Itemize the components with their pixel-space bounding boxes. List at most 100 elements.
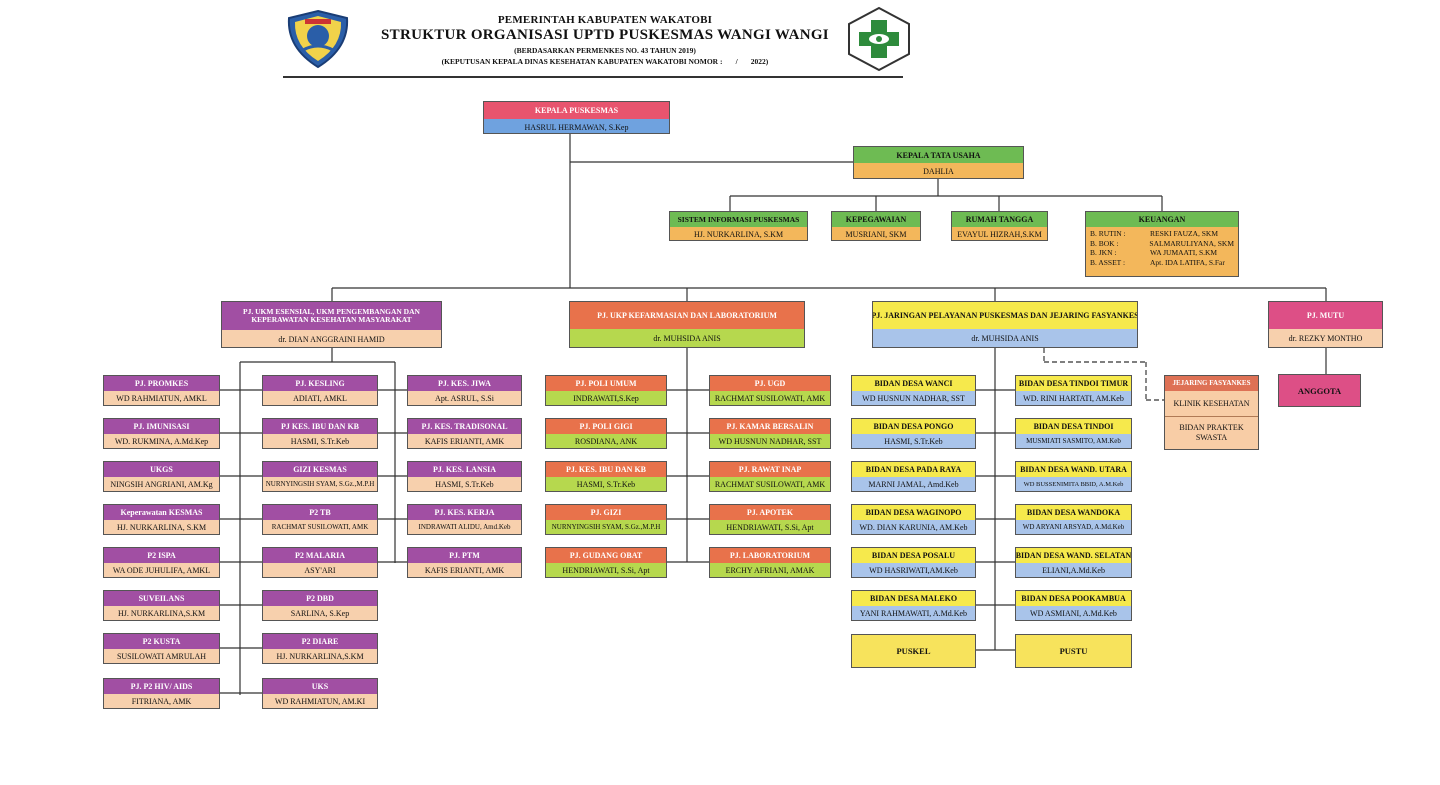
keuangan-key: B. ASSET : xyxy=(1090,257,1126,267)
keuangan-box: KEUANGAN B. RUTIN :RESKI FAUZA, SKM B. B… xyxy=(1085,211,1239,277)
ukm-item-title: P2 KUSTA xyxy=(104,634,219,649)
keuangan-key: B. RUTIN : xyxy=(1090,229,1126,238)
keuangan-value: RESKI FAUZA, SKM xyxy=(1150,229,1218,238)
ukm-item-title: PJ. KES. KERJA xyxy=(408,505,521,520)
admin-name: EVAYUL HIZRAH,S.KM xyxy=(952,227,1047,240)
ukp-item-title: PJ. POLI UMUM xyxy=(546,376,666,391)
ukm-item-name: WA ODE JUHULIFA, AMKL xyxy=(104,563,219,577)
desa-item-name: MUSMIATI SASMITO, AM.Keb xyxy=(1016,434,1131,448)
desa-item-name: HASMI, S.Tr.Keb xyxy=(852,434,975,448)
ukp-item-name: HENDRIAWATI, S.Si, Apt xyxy=(710,520,830,534)
ukm-item-name: HJ. NURKARLINA, S.KM xyxy=(104,520,219,534)
ukm-item-name: FITRIANA, AMK xyxy=(104,694,219,708)
desa-item-name: WD HUSNUN NADHAR, SST xyxy=(852,391,975,405)
ukm-item-name: WD RAHMIATUN, AMKL xyxy=(104,391,219,405)
ukm-item-title: PJ. PROMKES xyxy=(104,376,219,391)
ukm-item-name: ADIATI, AMKL xyxy=(263,391,377,405)
keuangan-key: B. BOK : xyxy=(1090,238,1119,248)
desa-item-title: BIDAN DESA MALEKO xyxy=(852,591,975,606)
pj-jaringan-title: PJ. JARINGAN PELAYANAN PUSKESMAS DAN JEJ… xyxy=(873,302,1137,329)
ukm-item-name: KAFIS ERIANTI, AMK xyxy=(408,563,521,577)
ukm-item-name: SUSILOWATI AMRULAH xyxy=(104,649,219,663)
ukm-item-title: P2 ISPA xyxy=(104,548,219,563)
admin-name: HJ. NURKARLINA, S.KM xyxy=(670,227,807,240)
tata-usaha-box: KEPALA TATA USAHA DAHLIA xyxy=(853,146,1024,179)
ukm-item-name: HASMI, S.Tr.Keb xyxy=(408,477,521,491)
ukp-item-name: RACHMAT SUSILOWATI, AMK xyxy=(710,477,830,491)
desa-item-name: WD. DIAN KARUNIA, AM.Keb xyxy=(852,520,975,534)
desa-item-name: ELIANI,A.Md.Keb xyxy=(1016,563,1131,577)
ukp-item-title: PJ. LABORATORIUM xyxy=(710,548,830,563)
desa-item-title: BIDAN DESA TINDOI xyxy=(1016,419,1131,434)
ukm-item-title: SUVEILANS xyxy=(104,591,219,606)
ukm-item-name: HJ. NURKARLINA,S.KM xyxy=(263,649,377,663)
pj-ukp-title: PJ. UKP KEFARMASIAN DAN LABORATORIUM xyxy=(570,302,804,329)
pj-ukm-box: PJ. UKM ESENSIAL, UKM PENGEMBANGAN DAN K… xyxy=(221,301,442,348)
ukm-item-name: NURNYINGSIH SYAM, S.Gz.,M.P.H xyxy=(263,477,377,491)
ukp-item-name: NURNYINGSIH SYAM, S.Gz.,M.P.H xyxy=(546,520,666,534)
admin-box-sip: SISTEM INFORMASI PUSKESMAS HJ. NURKARLIN… xyxy=(669,211,808,241)
jejaring-box: JEJARING FASYANKES KLINIK KESEHATAN BIDA… xyxy=(1164,375,1259,450)
desa-item-title: BIDAN DESA WAGINOPO xyxy=(852,505,975,520)
header-title: STRUKTUR ORGANISASI UPTD PUSKESMAS WANGI… xyxy=(381,27,829,43)
desa-item-title: BIDAN DESA TINDOI TIMUR xyxy=(1016,376,1131,391)
ukm-item-title: PJ. KES. LANSIA xyxy=(408,462,521,477)
ukm-item-title: UKS xyxy=(263,679,377,694)
tata-usaha-name: DAHLIA xyxy=(854,163,1023,178)
ukm-item-name: Apt. ASRUL, S.Si xyxy=(408,391,521,405)
desa-item-title: BIDAN DESA WAND. UTARA xyxy=(1016,462,1131,477)
header-rule xyxy=(283,76,903,78)
ukm-item-name: WD RAHMIATUN, AM.KI xyxy=(263,694,377,708)
header-line-1: PEMERINTAH KABUPATEN WAKATOBI xyxy=(497,14,713,26)
ukm-item-name: ASY'ARI xyxy=(263,563,377,577)
kepala-puskesmas-box: KEPALA PUSKESMAS HASRUL HERMAWAN, S.Kep xyxy=(483,101,670,134)
ukm-item-title: PJ. P2 HIV/ AIDS xyxy=(104,679,219,694)
ukp-item-name: ERCHY AFRIANI, AMAK xyxy=(710,563,830,577)
ukm-item-title: PJ. KES. TRADISONAL xyxy=(408,419,521,434)
header-line-3: (BERDASARKAN PERMENKES NO. 43 TAHUN 2019… xyxy=(514,46,696,55)
ukm-item-title: P2 DIARE xyxy=(263,634,377,649)
ukp-item-name: RACHMAT SUSILOWATI, AMK xyxy=(710,391,830,405)
desa-item-title: BIDAN DESA WANDOKA xyxy=(1016,505,1131,520)
ukp-item-title: PJ. RAWAT INAP xyxy=(710,462,830,477)
ukm-item-title: GIZI KESMAS xyxy=(263,462,377,477)
ukm-item-title: PJ. IMUNISASI xyxy=(104,419,219,434)
puskel-box: PUSKEL xyxy=(851,634,976,668)
kepala-puskesmas-name: HASRUL HERMAWAN, S.Kep xyxy=(484,119,669,133)
desa-item-name: WD BUSSENIMITA BBID, A.M.Keb xyxy=(1016,477,1131,491)
ukp-item-title: PJ. APOTEK xyxy=(710,505,830,520)
ukm-item-title: P2 MALARIA xyxy=(263,548,377,563)
ukp-item-name: ROSDIANA, ANK xyxy=(546,434,666,448)
regency-emblem-icon xyxy=(287,9,349,69)
keuangan-row: B. JKN :WA JUMAATI, S.KM xyxy=(1090,248,1234,258)
ukm-item-name: INDRAWATI ALIDU, Amd.Keb xyxy=(408,520,521,534)
pj-ukm-name: dr. DIAN ANGGRAINI HAMID xyxy=(222,330,441,347)
pj-mutu-box: PJ. MUTU dr. REZKY MONTHO xyxy=(1268,301,1383,348)
ukp-item-title: PJ. GUDANG OBAT xyxy=(546,548,666,563)
ukm-item-name: NINGSIH ANGRIANI, AM.Kg xyxy=(104,477,219,491)
desa-item-title: BIDAN DESA PONGO xyxy=(852,419,975,434)
admin-box-rumah-tangga: RUMAH TANGGA EVAYUL HIZRAH,S.KM xyxy=(951,211,1048,241)
ukm-item-name: KAFIS ERIANTI, AMK xyxy=(408,434,521,448)
